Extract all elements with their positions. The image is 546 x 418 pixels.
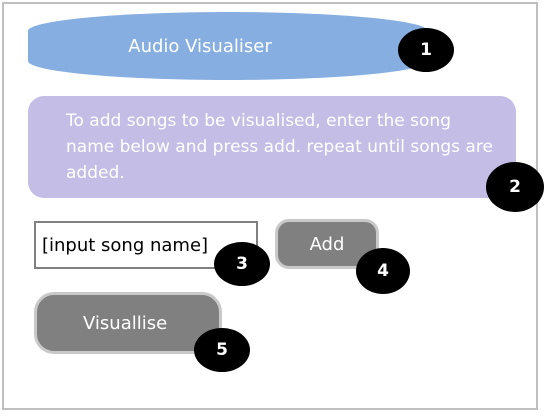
callout-marker-1: 1: [398, 28, 454, 72]
visualise-button[interactable]: Visuallise: [34, 292, 222, 354]
callout-marker-3: 3: [214, 242, 270, 286]
callout-marker-2: 2: [486, 162, 544, 212]
app-frame: [2, 2, 538, 410]
instructions-text: To add songs to be visualised, enter the…: [66, 111, 493, 183]
callout-marker-4: 4: [356, 248, 410, 294]
callout-marker-5: 5: [194, 328, 250, 372]
app-title: Audio Visualiser: [128, 35, 272, 57]
title-banner: Audio Visualiser: [28, 12, 428, 80]
instructions-box: To add songs to be visualised, enter the…: [28, 96, 516, 198]
